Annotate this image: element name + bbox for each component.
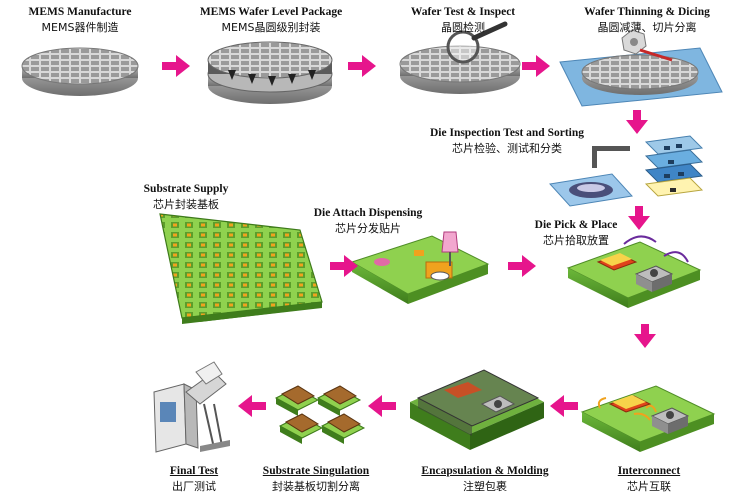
arrow-down-2 [628,206,650,230]
arrow-left-1 [550,395,578,417]
wafer-mems-manufacture [21,47,139,96]
arrow-right-5 [508,255,536,277]
arrow-left-2 [368,395,396,417]
die-pick-place-substrate [566,235,702,308]
substrate-supply-panel [159,213,323,324]
interconnect-substrate [580,385,716,452]
die-inspection-visual [549,135,704,207]
arrow-right-4 [330,255,358,277]
singulated-packages [274,385,366,444]
encapsulation-molding-package [410,369,544,450]
wafer-level-package-stack [207,41,333,104]
arrow-left-3 [238,395,266,417]
magnifier-icon [446,21,508,64]
arrow-right-3 [522,55,550,77]
arrow-down-1 [626,110,648,134]
die-attach-substrate [350,235,490,304]
final-test-machine [153,361,230,453]
flow-arrows [162,55,656,417]
arrow-down-3 [634,324,656,348]
arrow-right-2 [348,55,376,77]
dicing-saw-icon [621,29,673,62]
dispenser-needle-icon [441,231,459,266]
wafer-thinning-dicing [559,47,723,107]
arrow-right-1 [162,55,190,77]
wafer-test-inspect [399,45,521,94]
